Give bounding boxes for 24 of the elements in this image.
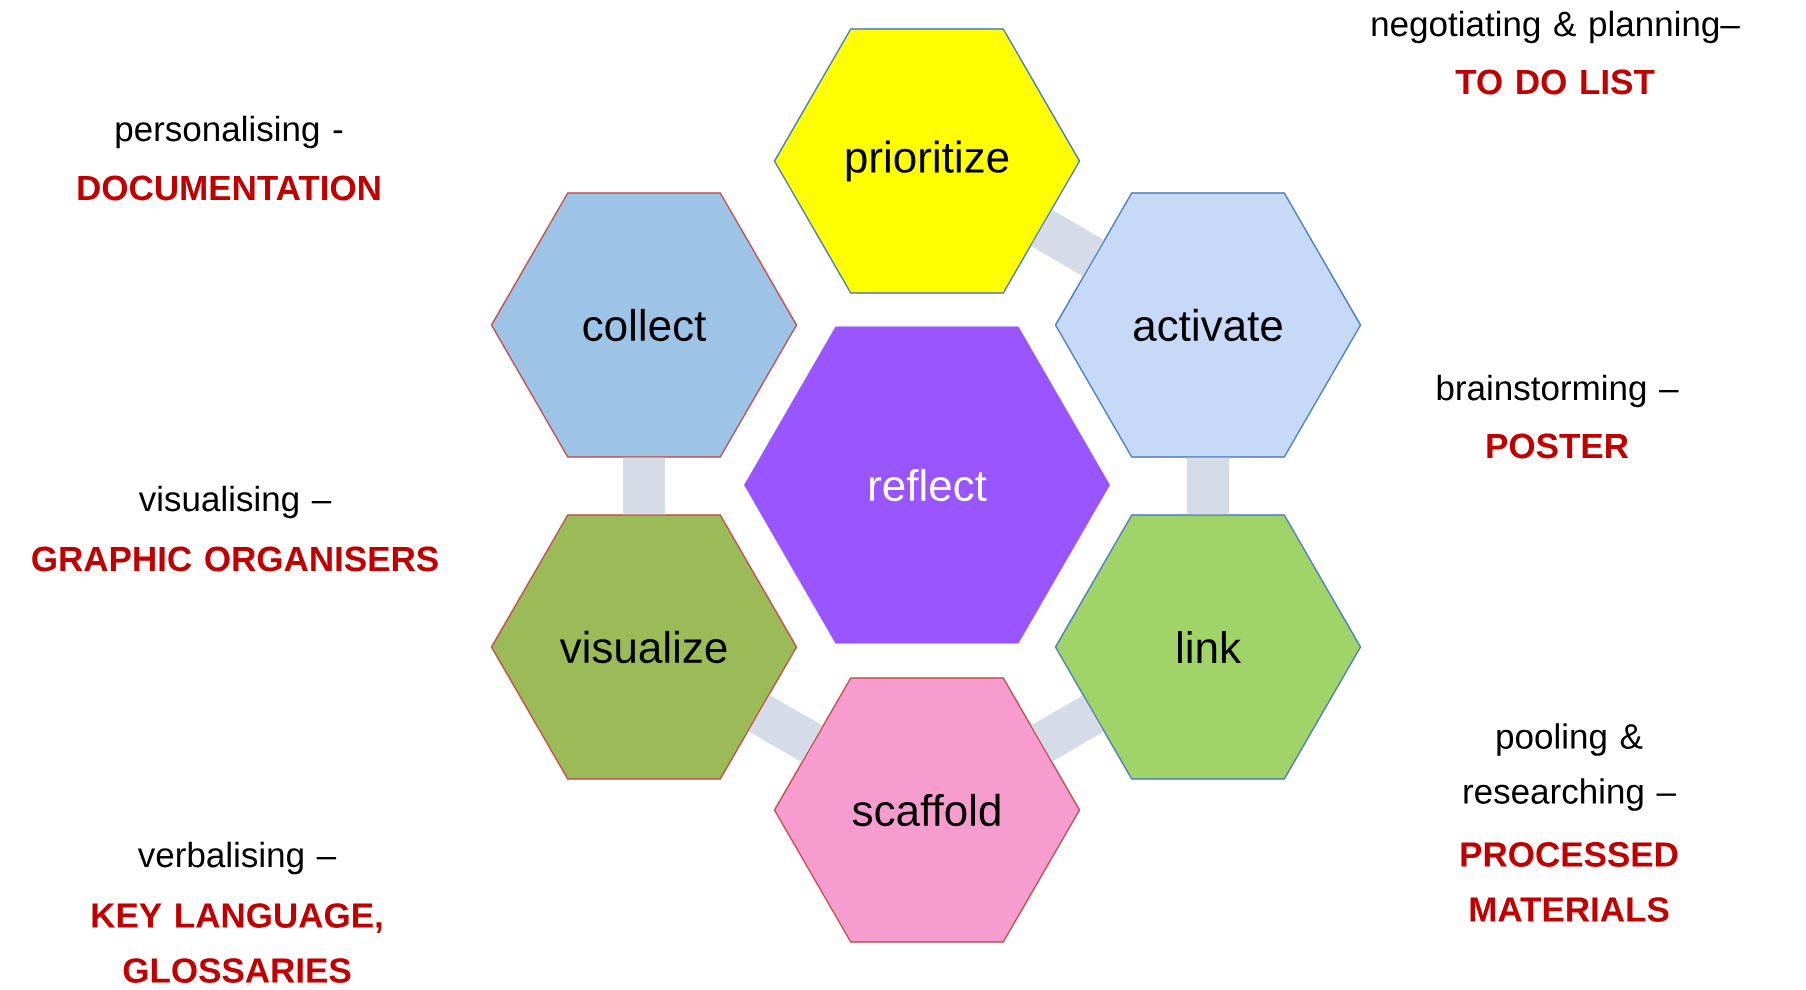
label-text: brainstorming – xyxy=(1437,374,1679,408)
hexagon: prioritize xyxy=(773,28,1081,294)
label-text: TO DO LIST xyxy=(1455,69,1655,95)
label-text: verbalising – xyxy=(137,841,337,875)
label-text: DOCUMENTATION xyxy=(78,175,380,201)
label-text: PROCESSED MATERIALS xyxy=(1461,842,1678,922)
label-text: visualising – xyxy=(138,485,332,519)
label-text: KEY LANGUAGE, GLOSSARIES xyxy=(92,903,382,983)
hexagon: visualize xyxy=(490,514,798,780)
label-text: GRAPHIC ORGANISERS xyxy=(32,546,438,572)
hexagon: activate xyxy=(1054,192,1362,458)
hexagon: reflect xyxy=(744,326,1110,644)
hexagon: scaffold xyxy=(773,677,1081,943)
label-text: negotiating & planning– xyxy=(1372,10,1740,44)
hexagon: collect xyxy=(490,192,798,458)
hexagon: link xyxy=(1054,514,1362,780)
label-text: personalising - xyxy=(116,115,343,149)
connector-band xyxy=(748,695,823,762)
connector-band xyxy=(1031,209,1104,277)
label-text: POSTER xyxy=(1487,433,1629,459)
connector-band xyxy=(1187,457,1230,515)
connector-band xyxy=(623,457,665,515)
connector-band xyxy=(1031,695,1104,762)
label-text: pooling & researching – xyxy=(1464,723,1676,811)
